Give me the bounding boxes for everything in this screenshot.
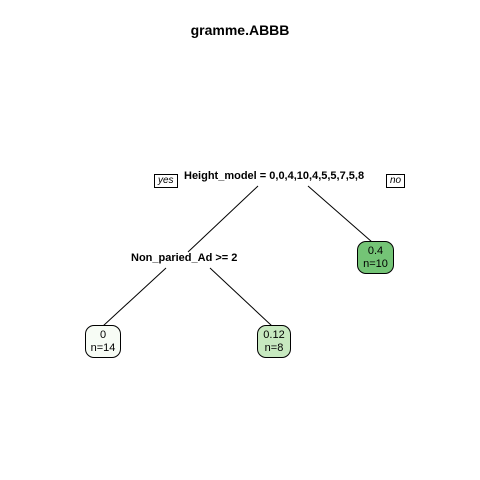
leaf-value: 0.12 — [263, 329, 285, 341]
edge-left-leaf1 — [209, 267, 273, 327]
root-split-label: Height_model = 0,0,4,10,4,5,5,7,5,8 — [184, 170, 365, 182]
leaf-node: 0.12 n=8 — [257, 325, 291, 358]
edge-root-left — [187, 185, 259, 253]
leaf-count: n=14 — [90, 342, 116, 354]
yes-tag: yes — [154, 174, 178, 188]
leaf-value: 0.4 — [367, 245, 384, 257]
no-tag: no — [386, 174, 406, 188]
edge-root-right — [307, 185, 373, 243]
leaf-count: n=10 — [363, 258, 388, 270]
leaf-node: 0.4 n=10 — [357, 241, 394, 274]
leaf-node: 0 n=14 — [85, 325, 121, 358]
left-split-label: Non_paried_Ad >= 2 — [131, 252, 238, 264]
edge-left-leaf0 — [102, 267, 167, 327]
plot-title: gramme.ABBB — [190, 22, 290, 38]
leaf-count: n=8 — [264, 342, 284, 354]
leaf-value: 0 — [99, 329, 107, 341]
